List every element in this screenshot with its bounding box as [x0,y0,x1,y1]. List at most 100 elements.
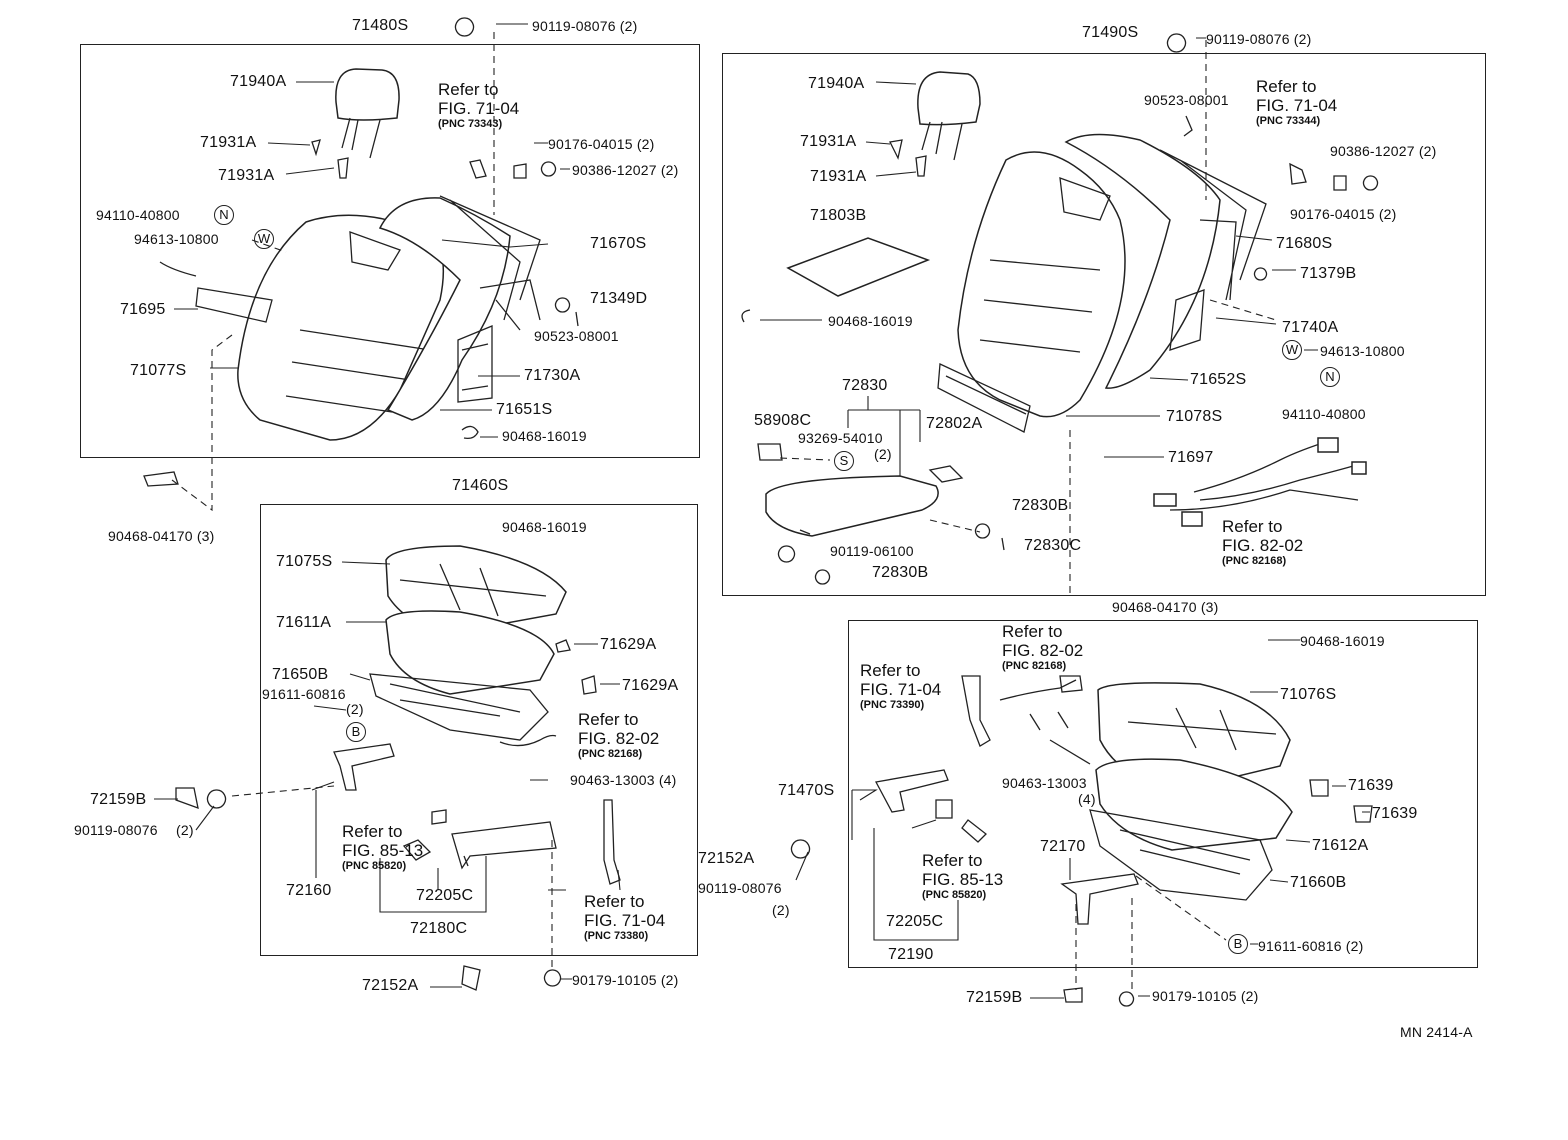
label-72802A: 72802A [926,415,983,432]
symbol-w-circle: W [1282,340,1302,360]
label-71660B: 71660B [1290,874,1347,891]
label-90386-12027: 90386-12027 (2) [572,162,679,178]
ref-line-2: FIG. 71-04 [438,99,520,118]
label-72170: 72170 [1040,838,1086,855]
frame-cushion-left [260,504,698,956]
headrest-right [917,71,981,161]
ref-line-3: (PNC 73344) [1256,115,1321,127]
ref-line-3: (PNC 82168) [578,748,643,760]
label-94613-10800: 94613-10800 [134,231,219,247]
ref-line-2: FIG. 71-04 [1256,96,1338,115]
label-90468-16019: 90468-16019 [502,519,587,535]
ref-line-2: FIG. 85-13 [342,841,424,860]
ref-fig-71-04-pnc-73390: Refer to FIG. 71-04 (PNC 73390) [860,661,941,711]
seatback-frame-right [1159,149,1267,351]
ref-line-1: Refer to [342,822,403,841]
label-71670S: 71670S [590,235,647,252]
ref-line-3: (PNC 85820) [342,860,407,872]
label-71940A: 71940A [230,73,287,90]
trim-strip-right [937,363,1031,433]
label-90119-08076: 90119-08076 (2) [532,18,638,34]
label-71652S: 71652S [1190,371,1247,388]
label-90523-08001: 90523-08001 [1144,92,1229,108]
label-72159B: 72159B [90,791,147,808]
label-72205C: 72205C [886,913,944,930]
label-71078S: 71078S [1166,408,1223,425]
headrest-left [335,68,400,159]
symbol-n-circle: N [1320,367,1340,387]
label-71639: 71639 [1372,805,1418,822]
label-90176-04015: 90176-04015 (2) [1290,206,1397,222]
label-90523-08001: 90523-08001 [534,328,619,344]
ref-line-1: Refer to [578,710,639,729]
label-90119-08076: 90119-08076 (2) [1206,31,1312,47]
symbol-s-circle: S [834,451,854,471]
ref-line-2: FIG. 71-04 [584,911,666,930]
ref-line-3: (PNC 82168) [1222,555,1287,567]
ref-fig-85-13-pnc-85820: Refer to FIG. 85-13 (PNC 85820) [342,822,423,872]
ref-line-2: FIG. 82-02 [1222,536,1304,555]
label-71650B: 71650B [272,666,329,683]
label-71629A: 71629A [600,636,657,653]
drawing-number: MN 2414-A [1400,1024,1473,1040]
cushion-frame-right [1089,809,1273,901]
ref-fig-71-04-pnc-73343: Refer to FIG. 71-04 (PNC 73343) [438,80,519,130]
ref-line-3: (PNC 82168) [1002,660,1067,672]
label-72180C: 72180C [410,920,468,937]
label-71490S: 71490S [1082,24,1139,41]
label-94110-40800: 94110-40800 [96,207,180,223]
ref-fig-82-02-pnc-82168: Refer to FIG. 82-02 (PNC 82168) [1002,622,1083,672]
label-90468-16019: 90468-16019 [828,313,913,329]
label-72190: 72190 [888,946,934,963]
label-90468-16019: 90468-16019 [1300,633,1385,649]
label-qty-2: (2) [346,701,364,717]
ref-line-1: Refer to [438,80,499,99]
cushion-pad-right [1095,758,1293,851]
label-72159B: 72159B [966,989,1023,1006]
label-71480S: 71480S [352,17,409,34]
ref-fig-71-04-pnc-73380: Refer to FIG. 71-04 (PNC 73380) [584,892,665,942]
label-90468-04170: 90468-04170 (3) [1112,599,1219,615]
hinge-71470S [875,769,949,813]
ref-line-2: FIG. 71-04 [860,680,942,699]
label-71651S: 71651S [496,401,553,418]
symbol-n-circle: N [214,205,234,225]
label-71470S: 71470S [778,782,835,799]
label-71803B: 71803B [810,207,867,224]
ref-fig-82-02-pnc-82168: Refer to FIG. 82-02 (PNC 82168) [1222,517,1303,567]
label-93269-54010: 93269-54010 [798,430,883,446]
cushion-pad-left [385,610,555,695]
label-90179-10105: 90179-10105 (2) [572,972,679,988]
label-90176-04015: 90176-04015 (2) [548,136,655,152]
ref-fig-71-04-pnc-73344: Refer to FIG. 71-04 (PNC 73344) [1256,77,1337,127]
label-94613-10800: 94613-10800 [1320,343,1405,359]
label-91611-60816: 91611-60816 (2) [1258,938,1364,954]
frame-seatback-right [722,53,1486,596]
hinge-72160 [333,743,395,791]
label-71379B: 71379B [1300,265,1357,282]
label-qty-2: (2) [176,822,194,838]
label-71077S: 71077S [130,362,187,379]
ref-line-3: (PNC 73343) [438,118,503,130]
label-72830C: 72830C [1024,537,1082,554]
cushion-frame-left [369,673,549,741]
cushion-72830 [765,465,964,537]
frame-cushion-right [848,620,1478,968]
frame-panel-left [457,325,493,403]
label-71697: 71697 [1168,449,1214,466]
wire-harness-right [1153,437,1367,527]
ref-line-3: (PNC 73380) [584,930,649,942]
label-90463-13003: 90463-13003 [1002,775,1087,791]
label-90386-12027: 90386-12027 (2) [1330,143,1437,159]
ref-line-1: Refer to [860,661,921,680]
label-qty-4: (4) [1078,791,1096,807]
label-71680S: 71680S [1276,235,1333,252]
label-72205C: 72205C [416,887,474,904]
label-71639: 71639 [1348,777,1394,794]
ref-line-1: Refer to [922,851,983,870]
ref-line-3: (PNC 73390) [860,699,925,711]
label-71931A: 71931A [800,133,857,150]
label-71076S: 71076S [1280,686,1337,703]
